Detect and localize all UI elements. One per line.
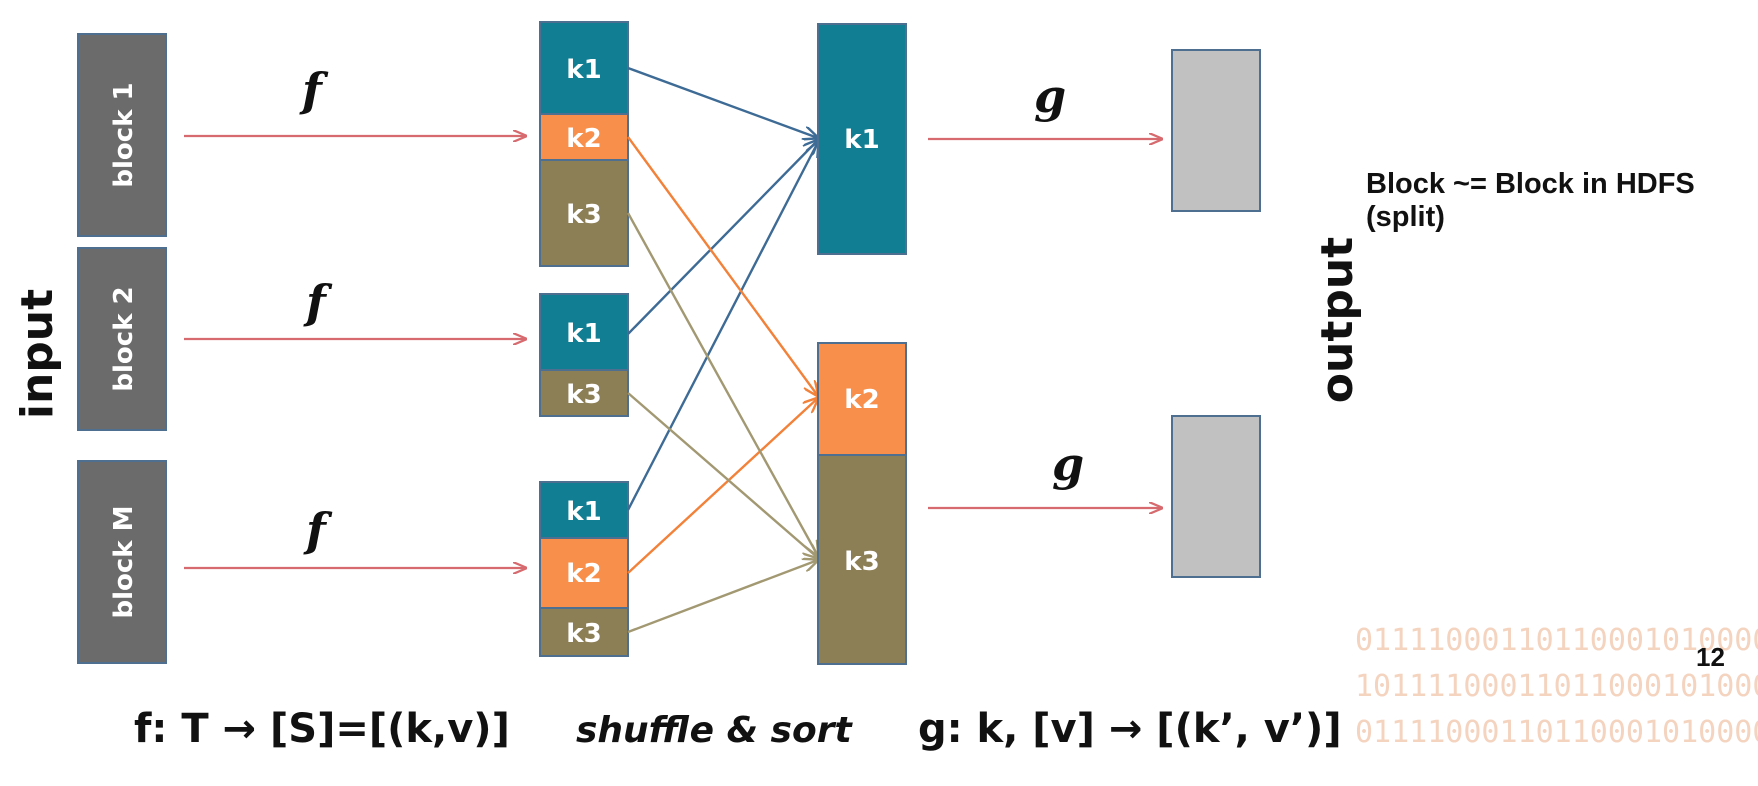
key-label: k2 (566, 559, 601, 589)
map-formula: f: T → [S]=[(k,v)] (134, 706, 510, 752)
shuffle-lines (626, 66, 818, 634)
block-label: block M (109, 505, 139, 618)
shuffle-line-k1 (627, 66, 818, 138)
key-label: k1 (566, 497, 601, 527)
input-block-2: block 2 (77, 247, 167, 431)
key-label: k1 (566, 55, 601, 85)
shuffle-line-k3 (627, 392, 818, 558)
reduce-input-1: k1 (817, 23, 907, 255)
shuffle-line-k2 (627, 136, 818, 396)
key-label: k3 (566, 200, 601, 230)
key-label: k3 (844, 547, 879, 577)
binary-line: 01111000110110001010000 (1355, 715, 1758, 750)
input-block-m: block M (77, 460, 167, 664)
map-function-label: f (299, 63, 329, 117)
map-output-2: k1 k3 (539, 293, 629, 417)
shuffle-sort-label: shuffle & sort (576, 710, 853, 751)
binary-line: 01111000110110001010000 (1355, 623, 1758, 658)
reduce-function-label: g (1052, 437, 1084, 491)
map-output-1: k1 k2 k3 (539, 21, 629, 267)
key-label: k1 (844, 125, 879, 155)
reduce-formula: g: k, [v] → [(k’, v’)] (918, 706, 1342, 752)
block-label: block 1 (109, 82, 139, 187)
key-label: k1 (566, 319, 601, 349)
map-output-3: k1 k2 k3 (539, 481, 629, 657)
map-function-label: f (303, 275, 333, 329)
key-label: k2 (844, 385, 879, 415)
shuffle-line-k3 (626, 212, 818, 556)
reduce-function-label: g (1034, 69, 1066, 123)
map-function-label: f (303, 503, 333, 557)
shuffle-line-k2 (627, 398, 818, 574)
output-label: output (1312, 237, 1363, 403)
input-block-1: block 1 (77, 33, 167, 237)
reduce-input-2: k2 k3 (817, 342, 907, 665)
shuffle-line-k1 (626, 142, 818, 511)
key-label: k3 (566, 619, 601, 649)
binary-line: 10111100011011000101000 (1355, 669, 1758, 704)
shuffle-line-k3 (627, 560, 818, 634)
output-box (1171, 49, 1261, 212)
output-box (1171, 415, 1261, 578)
key-label: k2 (566, 124, 601, 154)
key-label: k3 (566, 380, 601, 410)
hdfs-block-note: Block ~= Block in HDFS (split) (1366, 168, 1695, 234)
binary-watermark: 01111000110110001010000 1011110001101100… (1355, 623, 1758, 750)
page-number: 12 (1696, 642, 1725, 672)
block-label: block 2 (109, 286, 139, 391)
shuffle-line-k1 (627, 140, 818, 335)
input-label: input (12, 289, 63, 419)
